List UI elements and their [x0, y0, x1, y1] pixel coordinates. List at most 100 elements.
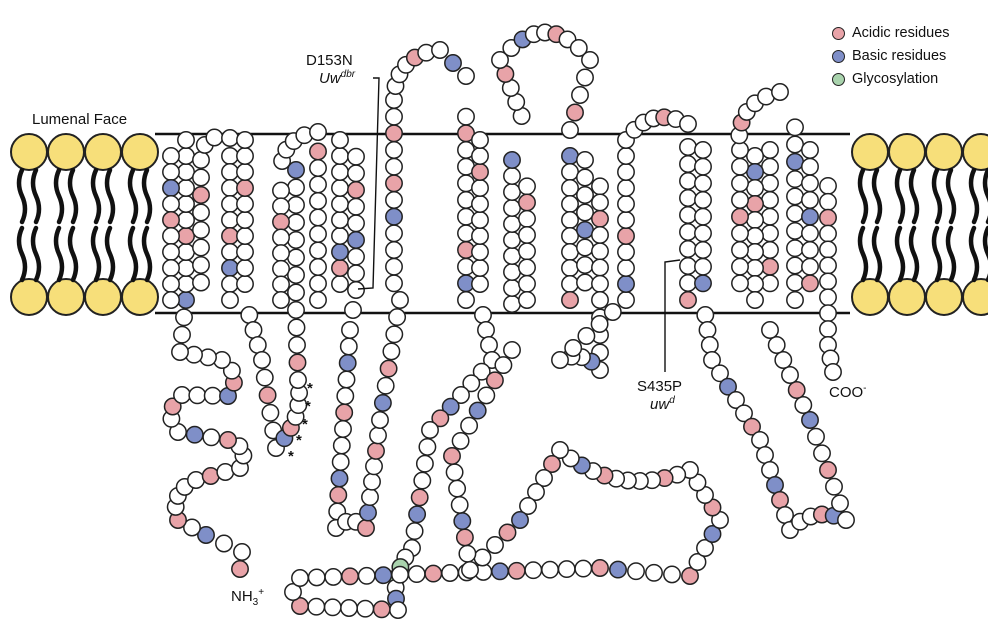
- residue-circle: [618, 196, 634, 212]
- residue-circle: [820, 178, 836, 194]
- residue-circle: [445, 55, 461, 71]
- residue-circle: [163, 212, 179, 228]
- residue-circle: [762, 322, 778, 338]
- residue-circle: [348, 282, 364, 298]
- residue-circle: [832, 495, 848, 511]
- residue-circle: [174, 387, 190, 403]
- legend-basic: Basic residues: [832, 48, 946, 64]
- residue-circle: [572, 87, 588, 103]
- residue-circle: [695, 275, 711, 291]
- residue-circle: [458, 68, 474, 84]
- residue-circle: [787, 257, 803, 273]
- residue-circle: [519, 243, 535, 259]
- residue-circle: [412, 489, 428, 505]
- residue-circle: [358, 520, 374, 536]
- residue-circle: [357, 601, 373, 617]
- residue-circle: [273, 214, 289, 230]
- residue-circle: [802, 209, 818, 225]
- residue-circle: [310, 275, 326, 291]
- residue-circle: [389, 309, 405, 325]
- residue-circle: [732, 209, 748, 225]
- residue-circle: [310, 259, 326, 275]
- residue-circle: [332, 180, 348, 196]
- residue-circle: [802, 242, 818, 258]
- residue-circle: [680, 241, 696, 257]
- mutation-d153n-label: D153N: [306, 52, 353, 69]
- residue-circle: [475, 307, 491, 323]
- residue-circle: [519, 211, 535, 227]
- glyco-swatch: [832, 73, 845, 86]
- residue-circle: [368, 443, 384, 459]
- residue-circle: [178, 228, 194, 244]
- residue-circle: [288, 284, 304, 300]
- residue-circle: [222, 148, 238, 164]
- residue-circle: [592, 243, 608, 259]
- residue-circle: [237, 196, 253, 212]
- star-marker: *: [305, 398, 311, 415]
- residue-circle: [163, 148, 179, 164]
- residue-circle: [332, 164, 348, 180]
- residue-circle: [562, 228, 578, 244]
- residue-circle: [290, 372, 306, 388]
- residue-circle: [504, 264, 520, 280]
- residue-circle: [472, 148, 488, 164]
- residue-circle: [310, 124, 326, 140]
- residue-circle: [273, 182, 289, 198]
- residue-circle: [345, 302, 361, 318]
- residue-circle: [559, 561, 575, 577]
- residue-circle: [618, 212, 634, 228]
- residue-circle: [562, 148, 578, 164]
- residue-circle: [582, 52, 598, 68]
- residue-circle: [575, 560, 591, 576]
- residue-circle: [762, 209, 778, 225]
- residue-circle: [342, 568, 358, 584]
- residue-circle: [449, 480, 465, 496]
- residue-circle: [472, 164, 488, 180]
- residue-circle: [178, 148, 194, 164]
- residue-circle: [392, 292, 408, 308]
- residue-circle: [802, 142, 818, 158]
- mutation-uwd-allele: uwd: [650, 396, 675, 413]
- residue-circle: [504, 168, 520, 184]
- residue-circle: [478, 322, 494, 338]
- residue-circle: [504, 296, 520, 312]
- residue-circle: [174, 327, 190, 343]
- residue-circle: [331, 470, 347, 486]
- residue-circle: [222, 292, 238, 308]
- residue-circle: [203, 429, 219, 445]
- residue-circle: [370, 427, 386, 443]
- basic-swatch: [832, 50, 845, 63]
- residue-circle: [340, 355, 356, 371]
- residue-circle: [386, 109, 402, 125]
- residue-circle: [732, 175, 748, 191]
- residue-circle: [472, 132, 488, 148]
- residue-circle: [787, 240, 803, 256]
- lipid-molecule: [48, 134, 84, 315]
- residue-circle: [762, 462, 778, 478]
- star-marker: *: [296, 432, 302, 449]
- residue-circle: [646, 565, 662, 581]
- residue-circle: [348, 149, 364, 165]
- residue-circle: [472, 276, 488, 292]
- residue-circle: [695, 159, 711, 175]
- residue-circle: [178, 212, 194, 228]
- c-terminus-label: COO-: [829, 384, 867, 401]
- residue-circle: [762, 192, 778, 208]
- residue-circle: [802, 275, 818, 291]
- residue-circle: [442, 565, 458, 581]
- residue-circle: [504, 232, 520, 248]
- residue-circle: [504, 152, 520, 168]
- legend-label: Glycosylation: [852, 71, 938, 87]
- residue-circle: [237, 276, 253, 292]
- residue-circle: [172, 344, 188, 360]
- residue-circle: [504, 280, 520, 296]
- residue-circle: [732, 159, 748, 175]
- residue-circle: [332, 276, 348, 292]
- residue-circle: [222, 260, 238, 276]
- residue-circle: [772, 492, 788, 508]
- residue-circle: [519, 178, 535, 194]
- residue-circle: [747, 212, 763, 228]
- residue-circle: [348, 182, 364, 198]
- residue-circle: [562, 260, 578, 276]
- residue-circle: [338, 371, 354, 387]
